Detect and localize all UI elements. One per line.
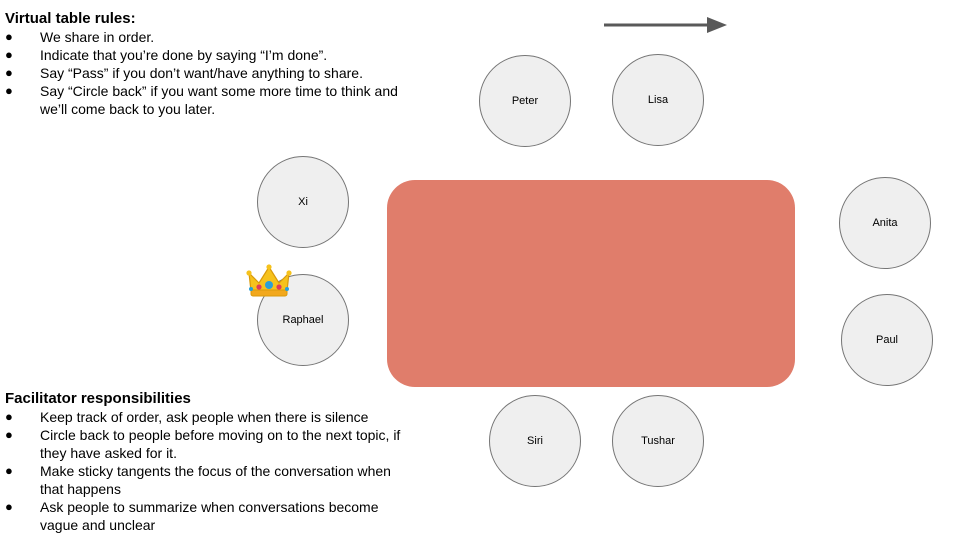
list-item: ●Indicate that you’re done by saying “I’…	[5, 47, 328, 63]
table	[387, 180, 795, 387]
rules-block: Virtual table rules: ●We share in order.…	[5, 9, 405, 118]
seat-label: Paul	[875, 334, 899, 346]
list-item: ●Make sticky tangents the focus of the c…	[5, 463, 391, 497]
bullet-icon: ●	[5, 463, 13, 478]
facilitator-block: Facilitator responsibilities ●Keep track…	[5, 389, 405, 534]
rules-title: Virtual table rules:	[5, 10, 136, 27]
seat-peter: Peter	[479, 55, 571, 147]
seat-tushar: Tushar	[612, 395, 704, 487]
bullet-icon: ●	[5, 427, 13, 442]
list-item: ●Say “Pass” if you don’t want/have anyth…	[5, 65, 363, 81]
seat-label: Xi	[298, 196, 308, 208]
seat-label: Anita	[872, 217, 898, 229]
list-item: ●Say “Circle back” if you want some more…	[5, 83, 398, 117]
crown-icon	[246, 264, 292, 297]
bullet-icon: ●	[5, 47, 13, 62]
list-item: ●Keep track of order, ask people when th…	[5, 409, 369, 425]
seat-label: Lisa	[647, 94, 669, 106]
seat-label: Siri	[527, 435, 543, 447]
bullet-icon: ●	[5, 409, 13, 424]
rules-list: ●We share in order. ●Indicate that you’r…	[5, 28, 405, 118]
bullet-icon: ●	[5, 65, 13, 80]
seat-siri: Siri	[489, 395, 581, 487]
seat-anita: Anita	[839, 177, 931, 269]
list-item: ●We share in order.	[5, 29, 155, 45]
bullet-icon: ●	[5, 29, 13, 44]
list-item: ●Ask people to summarize when conversati…	[5, 499, 379, 533]
list-item: ●Circle back to people before moving on …	[5, 427, 401, 461]
seat-paul: Paul	[841, 294, 933, 386]
seat-label: Tushar	[641, 435, 675, 447]
seat-label: Peter	[511, 95, 539, 107]
facilitator-title: Facilitator responsibilities	[5, 390, 191, 407]
bullet-icon: ●	[5, 499, 13, 514]
facilitator-list: ●Keep track of order, ask people when th…	[5, 408, 405, 534]
seat-lisa: Lisa	[612, 54, 704, 146]
seat-xi: Xi	[257, 156, 349, 248]
seat-label: Raphael	[282, 314, 324, 326]
bullet-icon: ●	[5, 83, 13, 98]
arrow-right-icon	[604, 17, 727, 33]
